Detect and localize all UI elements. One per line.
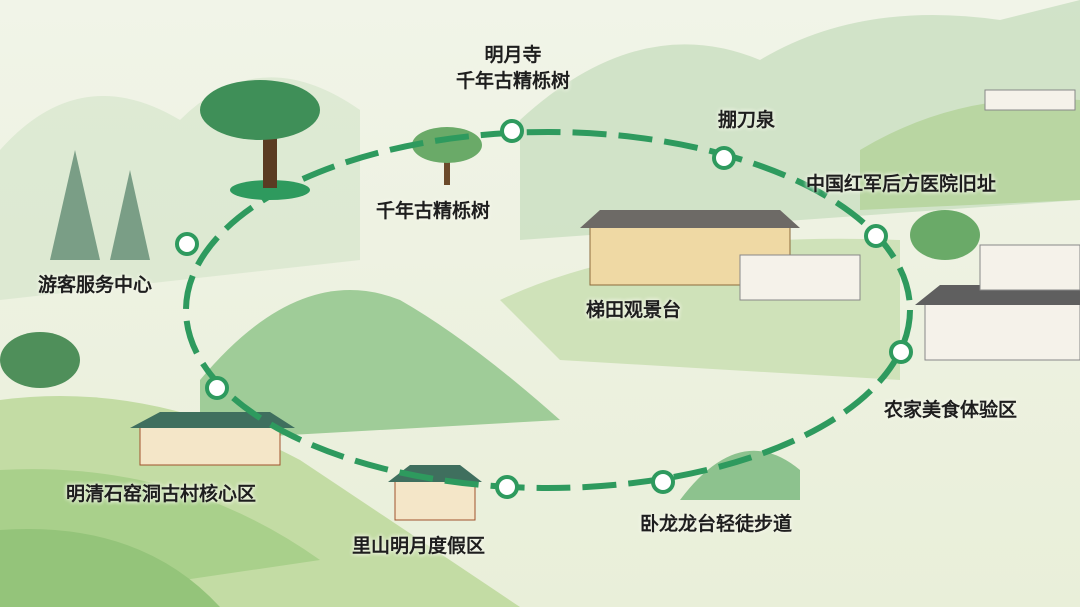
stop-node-spring[interactable] — [712, 146, 736, 170]
stop-node-red-army-hospital[interactable] — [864, 224, 888, 248]
label-trail: 卧龙龙台轻徒步道 — [640, 513, 793, 535]
central-hill — [200, 290, 560, 440]
label-terrace-viewpoint: 梯田观景台 — [586, 299, 682, 321]
stop-node-trail[interactable] — [651, 470, 675, 494]
label-farm-food: 农家美食体验区 — [884, 399, 1018, 421]
stop-node-farm-food[interactable] — [889, 340, 913, 364]
label-red-army-hospital: 中国红军后方医院旧址 — [806, 173, 997, 195]
label-resort: 里山明月度假区 — [352, 535, 486, 557]
label-spring: 掤刀泉 — [718, 109, 776, 131]
stop-node-mingyue-temple[interactable] — [500, 119, 524, 143]
stop-node-resort[interactable] — [495, 475, 519, 499]
label-visitor-center: 游客服务中心 — [38, 274, 153, 296]
stop-node-visitor-center[interactable] — [175, 232, 199, 256]
label-ancient-tree: 千年古精栎树 — [376, 200, 491, 222]
stop-node-old-village[interactable] — [205, 376, 229, 400]
village-buildings — [130, 89, 1080, 521]
label-old-village: 明清石窑洞古村核心区 — [66, 483, 257, 505]
terraces-right — [860, 98, 1080, 210]
trees — [0, 80, 980, 388]
route-path — [183, 129, 913, 491]
label-mingyue-temple: 明月寺 千年古精栎树 — [455, 44, 570, 92]
